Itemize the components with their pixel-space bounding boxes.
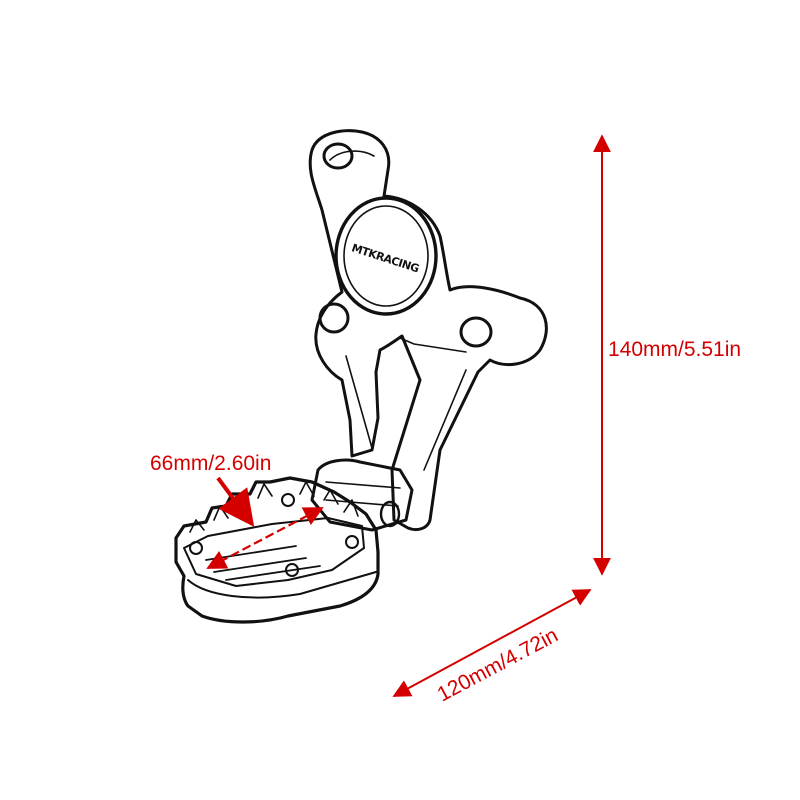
width-dimension-line — [206, 507, 324, 569]
length-dimension-line — [392, 589, 592, 697]
height-dimension-label: 140mm/5.51in — [608, 338, 741, 361]
width-dimension-label: 66mm/2.60in — [150, 452, 271, 475]
brand-logo: MTKRACING — [350, 241, 421, 275]
width-dimension: 66mm/2.60in — [150, 452, 324, 569]
height-dimension: 140mm/5.51in — [593, 134, 741, 576]
footpeg-bracket-drawing: MTKRACING — [174, 129, 548, 624]
length-dimension: 120mm/4.72in — [392, 589, 592, 706]
width-pointer-arrow — [216, 476, 255, 527]
